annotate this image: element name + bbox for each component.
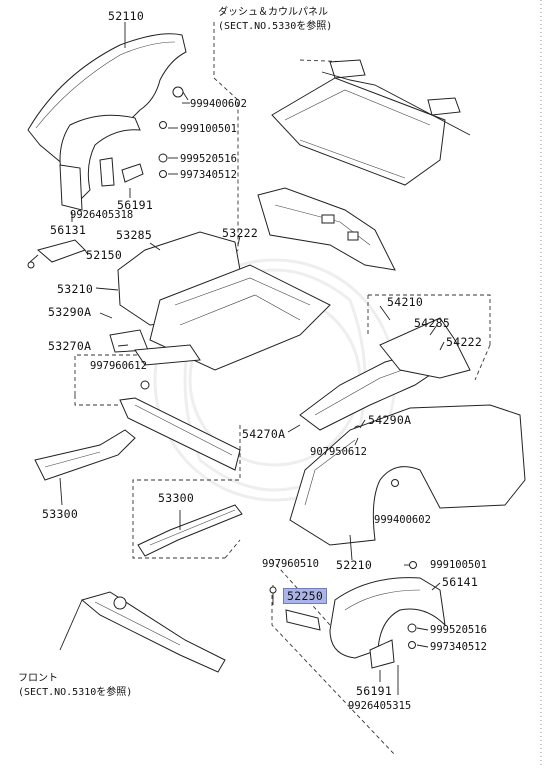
- label-9926405318: 9926405318: [70, 209, 134, 221]
- dash-cowl-note-line2: (SECT.NO.5330を参照): [218, 21, 333, 32]
- part-56131-wheelhouse: [59, 114, 168, 211]
- label-54270A: 54270A: [242, 427, 286, 441]
- part-52110-fender: [27, 33, 189, 171]
- leader-lines: [71, 22, 445, 682]
- label-53300-mid: 53300: [158, 491, 195, 505]
- part-front-frame: [109, 231, 331, 371]
- label-56141: 56141: [442, 575, 479, 589]
- label-54285: 54285: [414, 316, 451, 330]
- front-note-line2: (SECT.NO.5310を参照): [18, 687, 133, 698]
- label-9926405315: 9926405315: [348, 700, 412, 712]
- label-53290A: 53290A: [48, 305, 92, 319]
- part-dash-panel: [257, 187, 396, 271]
- front-note-line1: フロント: [18, 673, 58, 684]
- label-56191-upper: 56191: [117, 198, 154, 212]
- part-54210-apron: [299, 317, 471, 435]
- label-56131: 56131: [50, 223, 87, 237]
- label-999400602-lower: 999400602: [374, 514, 431, 526]
- label-997340512-upper: 997340512: [180, 169, 237, 181]
- dash-cowl-note-line1: ダッシュ＆カウルパネル: [218, 7, 328, 18]
- part-52150-bracket: [27, 239, 86, 269]
- label-53285: 53285: [116, 228, 153, 242]
- label-54222: 54222: [446, 335, 483, 349]
- label-999100501-lower: 999100501: [430, 559, 487, 571]
- label-54290A: 54290A: [368, 413, 412, 427]
- label-53222: 53222: [222, 226, 259, 240]
- part-radiator-support: [119, 380, 241, 471]
- part-56141-liner: [329, 561, 446, 695]
- label-997340512-lower: 997340512: [430, 641, 487, 653]
- part-52210-fender: [289, 404, 526, 561]
- label-52210: 52210: [336, 558, 373, 572]
- part-54300-member: [137, 504, 243, 557]
- label-52110: 52110: [108, 9, 145, 23]
- label-999400602-upper: 999400602: [190, 98, 247, 110]
- label-999520516-lower: 999520516: [430, 624, 487, 636]
- label-997960510: 997960510: [262, 558, 319, 570]
- label-53210: 53210: [57, 282, 94, 296]
- label-52250-highlighted: 52250: [283, 588, 328, 604]
- label-999520516-upper: 999520516: [180, 153, 237, 165]
- label-56191-lower: 56191: [356, 684, 393, 698]
- label-54210: 54210: [387, 295, 424, 309]
- part-cowl-panel: [271, 59, 471, 186]
- part-53300-member: [34, 429, 136, 506]
- label-53300-left: 53300: [42, 507, 79, 521]
- label-53270A: 53270A: [48, 339, 92, 353]
- label-52150: 52150: [86, 248, 123, 262]
- part-front-lower: [59, 591, 226, 673]
- label-907950612: 907950612: [310, 446, 367, 458]
- label-997960612: 997960612: [90, 360, 147, 372]
- part-52250-link: [269, 585, 321, 631]
- label-999100501-upper: 999100501: [180, 123, 237, 135]
